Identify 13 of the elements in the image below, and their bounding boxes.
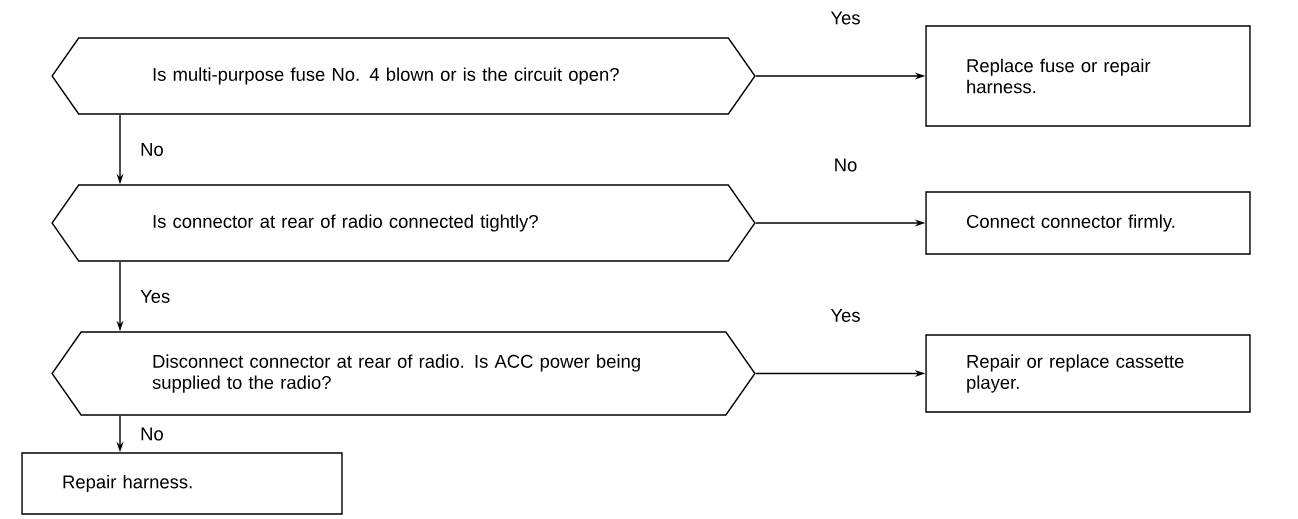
action-box: Repair or replace cassette player. bbox=[925, 334, 1251, 413]
action-box: Repair harness. bbox=[21, 452, 343, 515]
edge-label: No bbox=[831, 156, 860, 174]
decision-hexagon: Is multi-purpose fuse No. 4 blown or is the circuit open? bbox=[51, 37, 756, 115]
edge-label: Yes bbox=[828, 9, 863, 27]
edge-label: Yes bbox=[828, 307, 863, 324]
edge-label: Yes bbox=[138, 288, 172, 305]
edge-label: No bbox=[138, 141, 166, 158]
edge-label: No bbox=[138, 425, 166, 443]
decision-hexagon: Is connector at rear of radio connected tightly? bbox=[51, 184, 756, 262]
decision-hexagon: Disconnect connector at rear of radio. Is ACC power being supplied to the radio? bbox=[51, 331, 756, 416]
action-box: Replace fuse or repair harness. bbox=[925, 25, 1251, 127]
action-box: Connect connector firmly. bbox=[925, 191, 1251, 255]
